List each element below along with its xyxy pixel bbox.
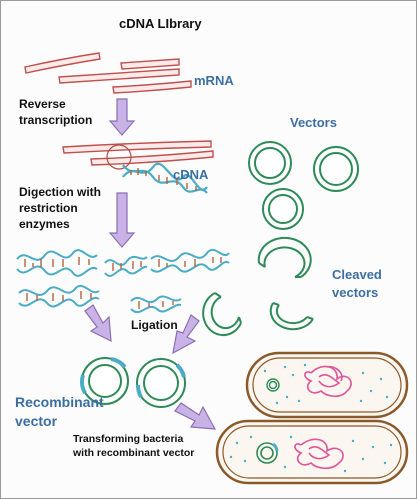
dna-fragment-4 bbox=[18, 284, 100, 308]
label-digestion-line2: restriction bbox=[19, 201, 78, 215]
recombinant-vectors bbox=[80, 357, 186, 408]
dna-fragment-3 bbox=[150, 248, 230, 273]
bacterium-2-chromosome bbox=[294, 438, 344, 470]
bacterium-1 bbox=[245, 351, 409, 419]
label-reverse-transcription-line2: transcription bbox=[19, 113, 93, 127]
dna-fragment-1 bbox=[16, 249, 98, 277]
mrna-strands bbox=[24, 52, 192, 94]
label-digestion-line1: Digection with bbox=[19, 185, 101, 199]
recombinant-vector-2 bbox=[136, 358, 186, 408]
mrna-strand-4 bbox=[112, 80, 192, 94]
bacterium-2-plasmid bbox=[256, 442, 279, 464]
bacterium-2-dots bbox=[229, 435, 393, 473]
label-transforming-line2: with recombinant vector bbox=[73, 447, 195, 459]
label-recombinant-line1: Recombinant bbox=[15, 394, 104, 410]
mrna-strand-1 bbox=[24, 52, 101, 74]
vector-circle-2 bbox=[313, 146, 359, 192]
label-transforming-line1: Transforming bacteria bbox=[73, 433, 184, 445]
cleaved-vector-2 bbox=[202, 292, 242, 337]
hybrid-mrna-bottom bbox=[90, 150, 214, 166]
arrow-ligation-left bbox=[84, 304, 112, 343]
bacterium-1-plasmids bbox=[266, 378, 280, 392]
diagram-title: cDNA LIbrary bbox=[119, 16, 202, 31]
hybrid-highlight-circle bbox=[106, 144, 132, 170]
label-vectors: Vectors bbox=[290, 115, 337, 130]
label-recombinant-line2: vector bbox=[15, 413, 58, 429]
arrow-ligation-right bbox=[172, 314, 200, 355]
dna-fragment-5 bbox=[130, 295, 182, 314]
recombinant-vector-1 bbox=[80, 357, 129, 405]
arrow-digestion bbox=[108, 192, 136, 248]
label-mrna: mRNA bbox=[194, 73, 234, 88]
mrna-cdna-hybrid bbox=[62, 140, 214, 194]
bacterium-1-chromosome bbox=[304, 365, 352, 398]
label-ligation: Ligation bbox=[131, 318, 178, 332]
cdna-helix-1-rungs bbox=[130, 168, 197, 191]
process-arrows bbox=[84, 98, 217, 430]
bacteria bbox=[215, 351, 409, 485]
vector-circle-3 bbox=[262, 188, 304, 230]
arrow-transform bbox=[174, 402, 217, 430]
label-reverse-transcription-line1: Reverse bbox=[19, 97, 66, 111]
bacterium-2 bbox=[215, 419, 409, 485]
mrna-strand-3 bbox=[58, 68, 180, 84]
mrna-strand-2 bbox=[120, 58, 180, 70]
bacterium-1-dots bbox=[263, 363, 389, 405]
label-digestion-line3: enzymes bbox=[19, 217, 70, 231]
vectors bbox=[248, 141, 359, 230]
cleaved-vector-3 bbox=[269, 302, 314, 331]
dna-fragment-2 bbox=[104, 255, 148, 277]
cleaved-vectors bbox=[202, 236, 314, 337]
label-cleaved-line2: vectors bbox=[332, 285, 379, 300]
cleaved-vector-1 bbox=[257, 236, 312, 278]
label-cdna: cDNA bbox=[173, 167, 209, 182]
hybrid-mrna-top bbox=[62, 140, 212, 154]
arrow-reverse-transcription bbox=[108, 98, 136, 136]
dna-fragments bbox=[16, 248, 230, 314]
label-cleaved-line1: Cleaved bbox=[332, 267, 382, 282]
vector-circle-1 bbox=[248, 141, 292, 185]
